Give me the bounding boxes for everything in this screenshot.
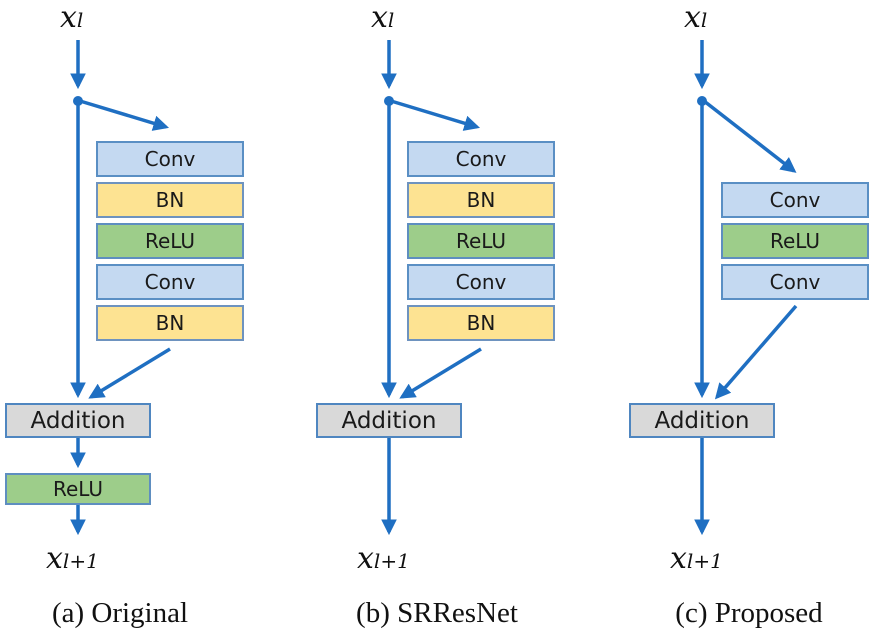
b-output-label: xl+1 (357, 541, 410, 576)
c-merge-arrow (714, 304, 798, 400)
b-merge-arrow (399, 347, 482, 399)
b-branch-node (384, 96, 394, 106)
c-addition-block: Addition (629, 403, 775, 438)
b-addition-block: Addition (316, 403, 462, 438)
b-branch-arrow (390, 99, 481, 131)
b-input-label: xl (371, 0, 395, 35)
a-bn-block-1: BN (96, 182, 244, 218)
a-branch-arrow (79, 99, 170, 131)
a-conv-block-1: Conv (96, 141, 244, 177)
c-conv-block-2: Conv (721, 264, 869, 300)
c-output-label: xl+1 (670, 541, 723, 576)
a-caption: (a) Original (51, 597, 189, 629)
c-caption: (c) Proposed (675, 597, 823, 629)
a-addition-block: Addition (5, 403, 151, 438)
c-branch-node (697, 96, 707, 106)
a-conv-block-2: Conv (96, 264, 244, 300)
c-branch-arrow (702, 99, 797, 173)
a-output-label: xl+1 (46, 541, 99, 576)
b-caption: (b) SRResNet (356, 597, 518, 629)
a-branch-node (73, 96, 83, 106)
a-relu-block: ReLU (96, 223, 244, 259)
a-input-label: xl (60, 0, 84, 35)
a-post-relu-block: ReLU (5, 473, 151, 505)
b-conv-block-2: Conv (407, 264, 555, 300)
b-bn-block-2: BN (407, 305, 555, 341)
b-relu-block: ReLU (407, 223, 555, 259)
c-input-label: xl (684, 0, 708, 35)
a-bn-block-2: BN (96, 305, 244, 341)
c-conv-block-1: Conv (721, 182, 869, 218)
c-relu-block: ReLU (721, 223, 869, 259)
b-conv-block-1: Conv (407, 141, 555, 177)
a-merge-arrow (88, 347, 171, 399)
b-bn-block-1: BN (407, 182, 555, 218)
